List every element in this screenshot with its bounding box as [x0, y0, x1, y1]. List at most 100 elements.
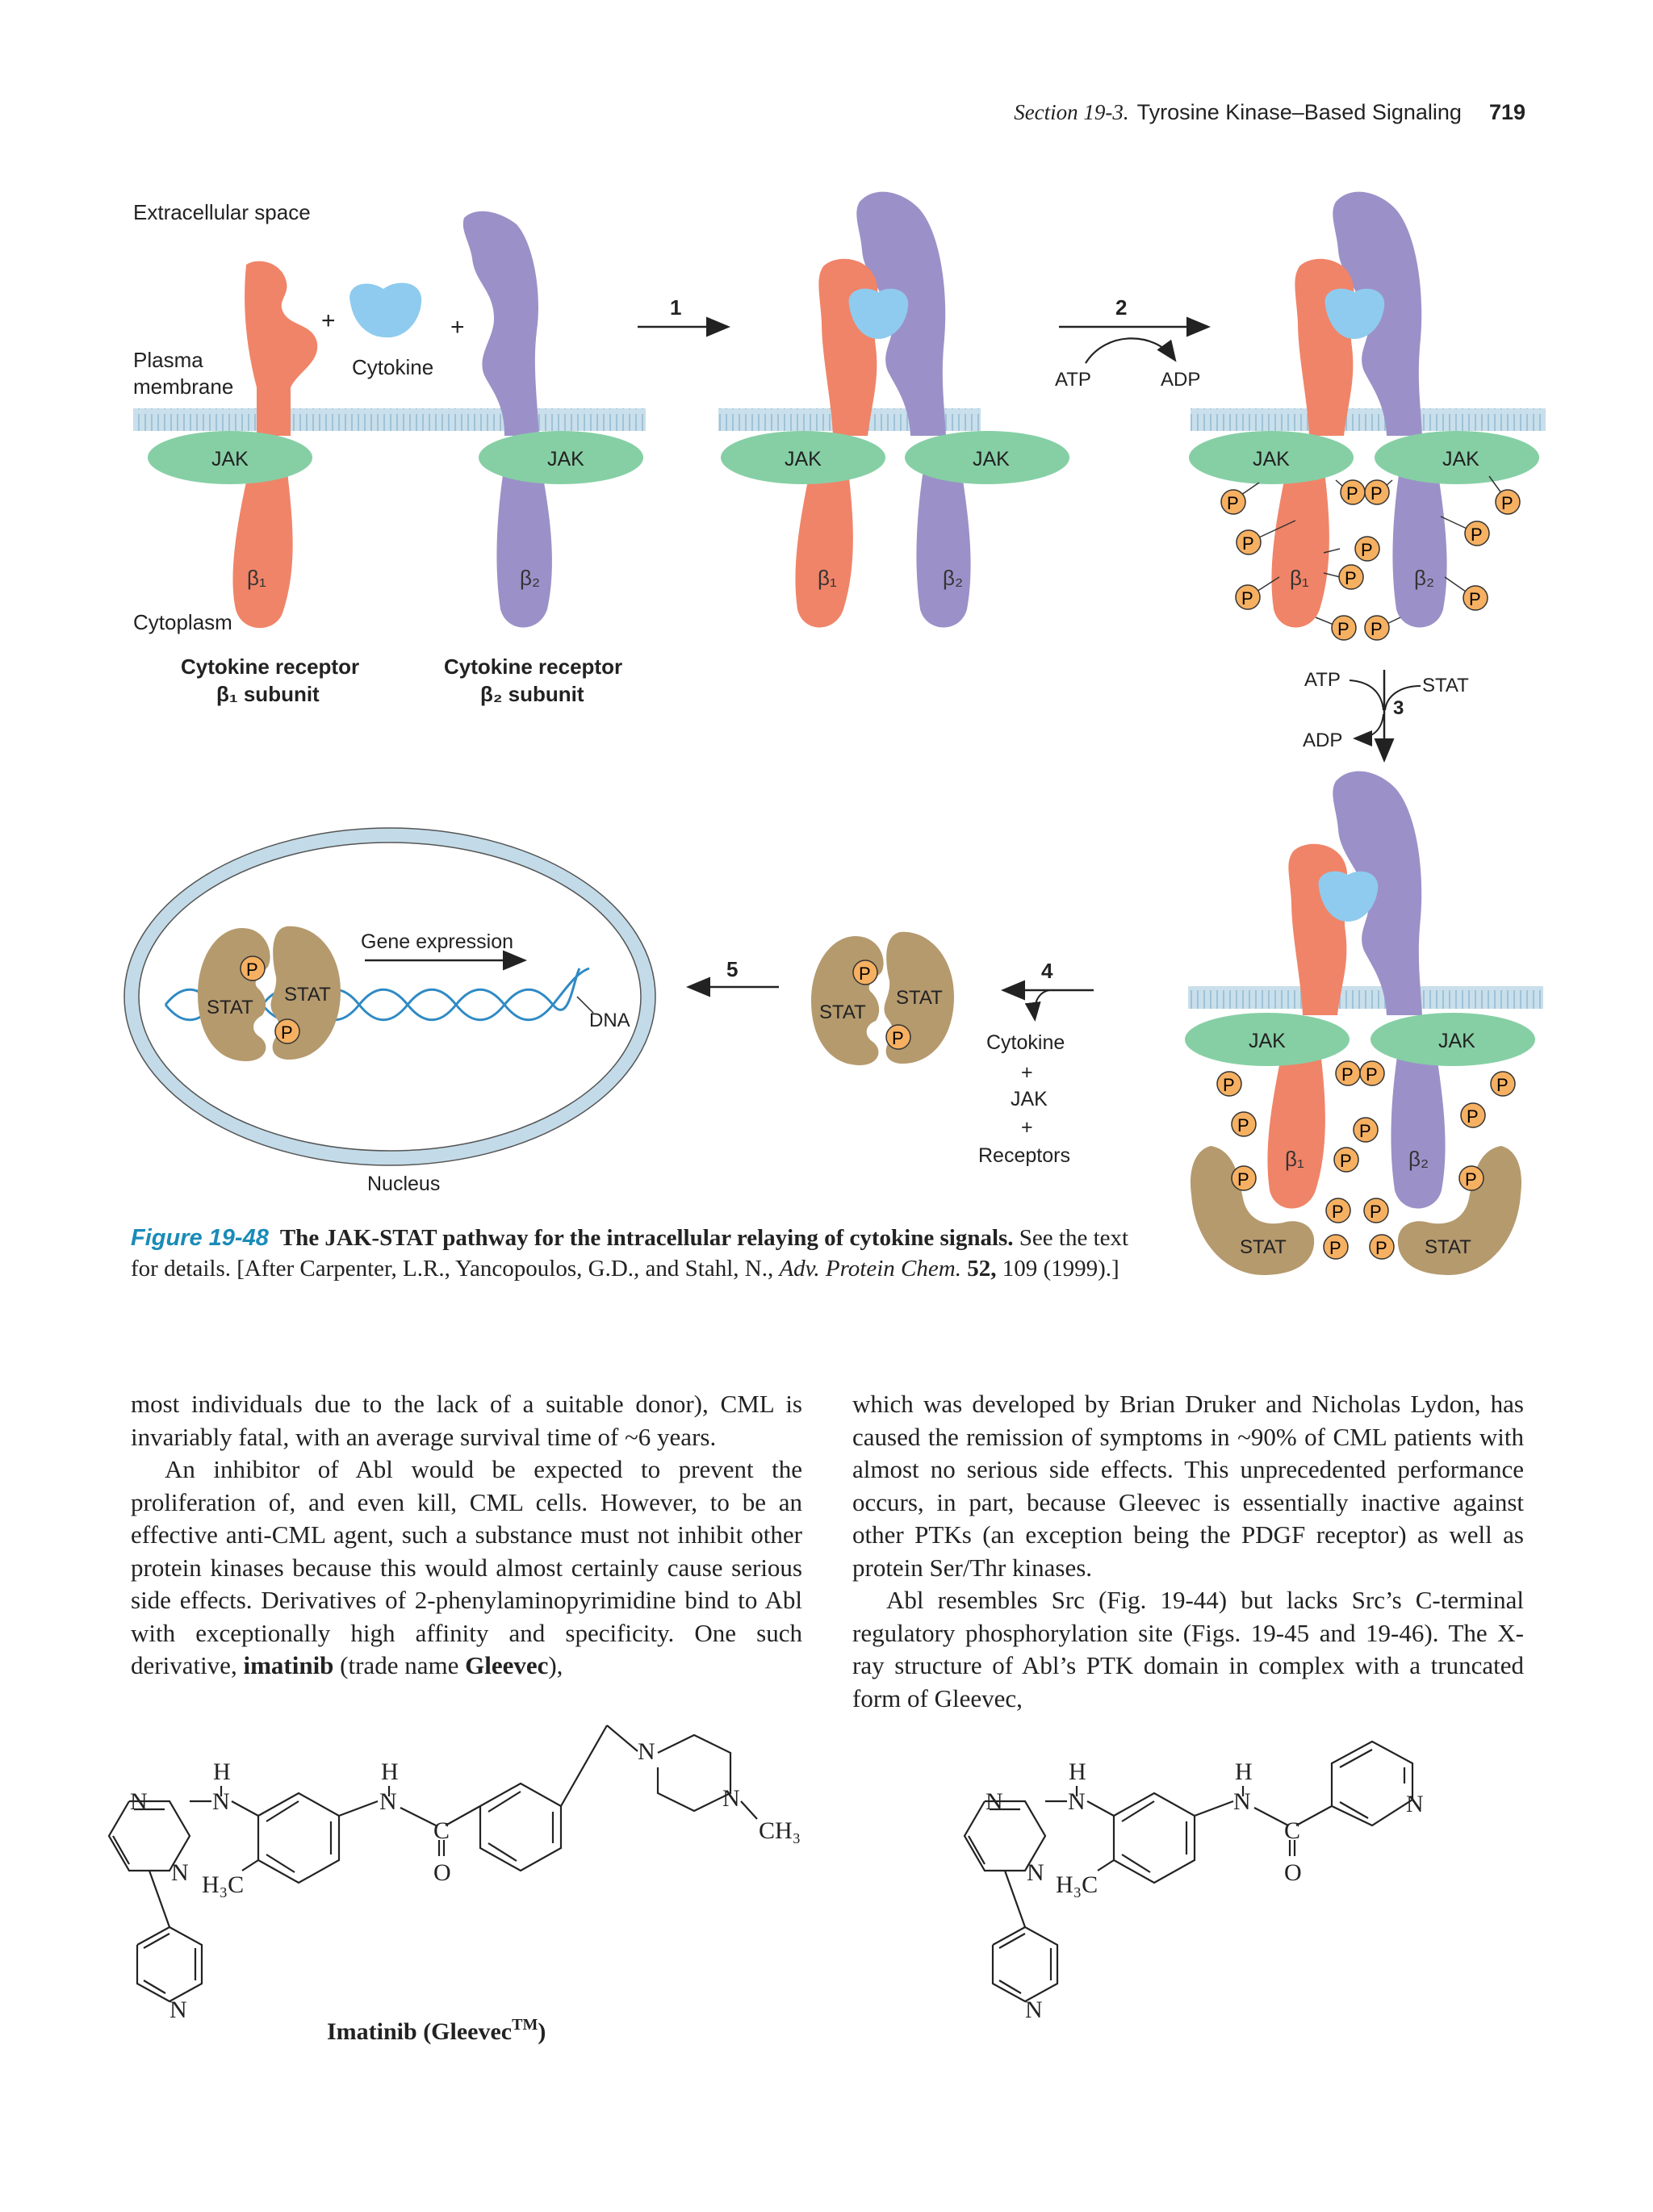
term-imatinib: imatinib	[243, 1651, 334, 1679]
jak-2	[479, 431, 643, 484]
beta2-complex-d	[1333, 771, 1422, 1015]
beta1-cyto	[232, 464, 293, 629]
phosphate: P	[1235, 576, 1280, 610]
plasma-membrane-1	[133, 408, 646, 431]
section-title: Tyrosine Kinase–Based Signaling	[1136, 100, 1462, 124]
stat-label-3: STAT	[1422, 675, 1469, 696]
pyridine-ring-2	[1330, 1740, 1414, 1827]
atom-n: N	[169, 1997, 187, 2023]
beta2-cyto-b	[916, 464, 971, 628]
svg-text:P: P	[1375, 1238, 1387, 1258]
svg-text:P: P	[1361, 540, 1373, 560]
paragraph: most individuals due to the lack of a su…	[131, 1390, 802, 1451]
extracellular-label: Extracellular space	[133, 200, 311, 224]
beta2-label-c: β₂	[1414, 566, 1434, 590]
membrane-label: membrane	[133, 374, 233, 399]
imatinib-name: Imatinib (GleevecTM)	[327, 2016, 546, 2045]
svg-text:P: P	[1237, 1115, 1249, 1135]
atp-curve-3	[1349, 679, 1384, 711]
phosphate: P	[1323, 536, 1380, 562]
beta2-label: β₂	[520, 566, 540, 590]
paragraph: An inhibitor of Abl would be expected to…	[131, 1453, 802, 1683]
svg-text:P: P	[1501, 493, 1513, 513]
beta1-label-d: β₁	[1285, 1147, 1304, 1171]
step-4-label: 4	[1041, 959, 1053, 983]
bond	[740, 1800, 758, 1820]
release-label-5: Receptors	[978, 1144, 1070, 1167]
svg-text:P: P	[281, 1022, 293, 1043]
page-number: 719	[1488, 100, 1525, 124]
bond	[400, 1807, 437, 1826]
beta1-label: β₁	[247, 566, 266, 590]
cytokine-complex-b	[848, 288, 909, 339]
jak-7	[1185, 1013, 1350, 1066]
jak-6	[1375, 431, 1539, 484]
svg-text:P: P	[1467, 1106, 1479, 1127]
adp-curve-3	[1353, 713, 1384, 746]
atom-n: N	[171, 1859, 189, 1886]
caption-volume: 52,	[967, 1256, 997, 1282]
stat-label-nuclear-left: STAT	[207, 997, 253, 1018]
jak-label-6: JAK	[1442, 448, 1479, 470]
svg-text:P: P	[1345, 568, 1357, 588]
bond	[148, 1870, 171, 1928]
stat-curve-3	[1384, 685, 1421, 711]
receptor-b2-title: Cytokine receptor	[444, 654, 622, 679]
paragraph-text: An inhibitor of Abl would be expected to…	[131, 1455, 802, 1679]
pyridine-ring	[991, 1926, 1059, 2003]
stat-label-bound-right: STAT	[1425, 1236, 1471, 1258]
body-column-right: which was developed by Brian Druker and …	[852, 1388, 1524, 1715]
caption-journal: Adv. Protein Chem.	[779, 1256, 961, 1282]
atom-n: N	[986, 1788, 1003, 1815]
svg-text:P: P	[246, 960, 258, 980]
svg-text:P: P	[892, 1028, 904, 1048]
phosphate: P	[852, 960, 878, 985]
caption-text-1: See the text for details. [After Carpent…	[131, 1225, 1129, 1282]
stat-bound-right	[1397, 1146, 1521, 1275]
beta2-label-b: β₂	[943, 566, 963, 590]
svg-text:P: P	[1346, 483, 1358, 504]
phosphates-c: P P P P P P P P P P P P	[1220, 475, 1521, 641]
nucleus-envelope	[124, 828, 655, 1165]
jak-label-5: JAK	[1253, 448, 1290, 470]
beta1-label-b: β₁	[818, 566, 837, 590]
bond	[488, 1842, 517, 1862]
paragraph: which was developed by Brian Druker and …	[852, 1390, 1524, 1582]
phosphate: P	[1458, 1165, 1484, 1191]
bond	[560, 1725, 608, 1807]
release-label-4: +	[1021, 1116, 1033, 1139]
running-head: Section 19-3.Tyrosine Kinase–Based Signa…	[928, 100, 1525, 132]
cytokine-complex-c	[1324, 288, 1385, 339]
svg-text:P: P	[1340, 1151, 1352, 1171]
cytokine	[349, 282, 422, 338]
step-3-label: 3	[1393, 697, 1404, 719]
stat-label-bound-left: STAT	[1240, 1236, 1287, 1258]
term-gleevec: Gleevec	[465, 1651, 549, 1679]
bond	[241, 1859, 259, 1871]
h3c-group: H₃C	[1056, 1871, 1098, 1898]
atom-n: N	[1027, 1859, 1044, 1886]
svg-text:P: P	[1242, 533, 1254, 554]
phosphate: P	[1236, 520, 1296, 555]
svg-text:P: P	[1237, 1169, 1249, 1190]
svg-text:P: P	[1366, 1064, 1378, 1085]
svg-text:P: P	[859, 964, 871, 984]
svg-text:P: P	[1227, 493, 1239, 513]
release-label-1: Cytokine	[986, 1031, 1065, 1054]
phosphate: P	[1369, 1234, 1395, 1260]
beta2-receptor	[462, 211, 539, 436]
atom-c: C	[433, 1817, 450, 1844]
piperazine-ring	[656, 1733, 732, 1813]
stat-dimer-left	[811, 936, 884, 1065]
ch3-group: CH₃	[759, 1817, 801, 1844]
phosphate: P	[1333, 1147, 1359, 1173]
bond	[606, 1725, 638, 1752]
bond	[488, 1791, 521, 1813]
truncated-gleevec-structure	[963, 1740, 1414, 2003]
atp-label-2: ATP	[1055, 369, 1091, 391]
beta1-label-c: β₁	[1290, 566, 1309, 590]
caption-text-2: 109 (1999).]	[996, 1256, 1119, 1282]
phosphate: P	[1315, 615, 1357, 641]
adp-label-3: ADP	[1303, 730, 1342, 751]
